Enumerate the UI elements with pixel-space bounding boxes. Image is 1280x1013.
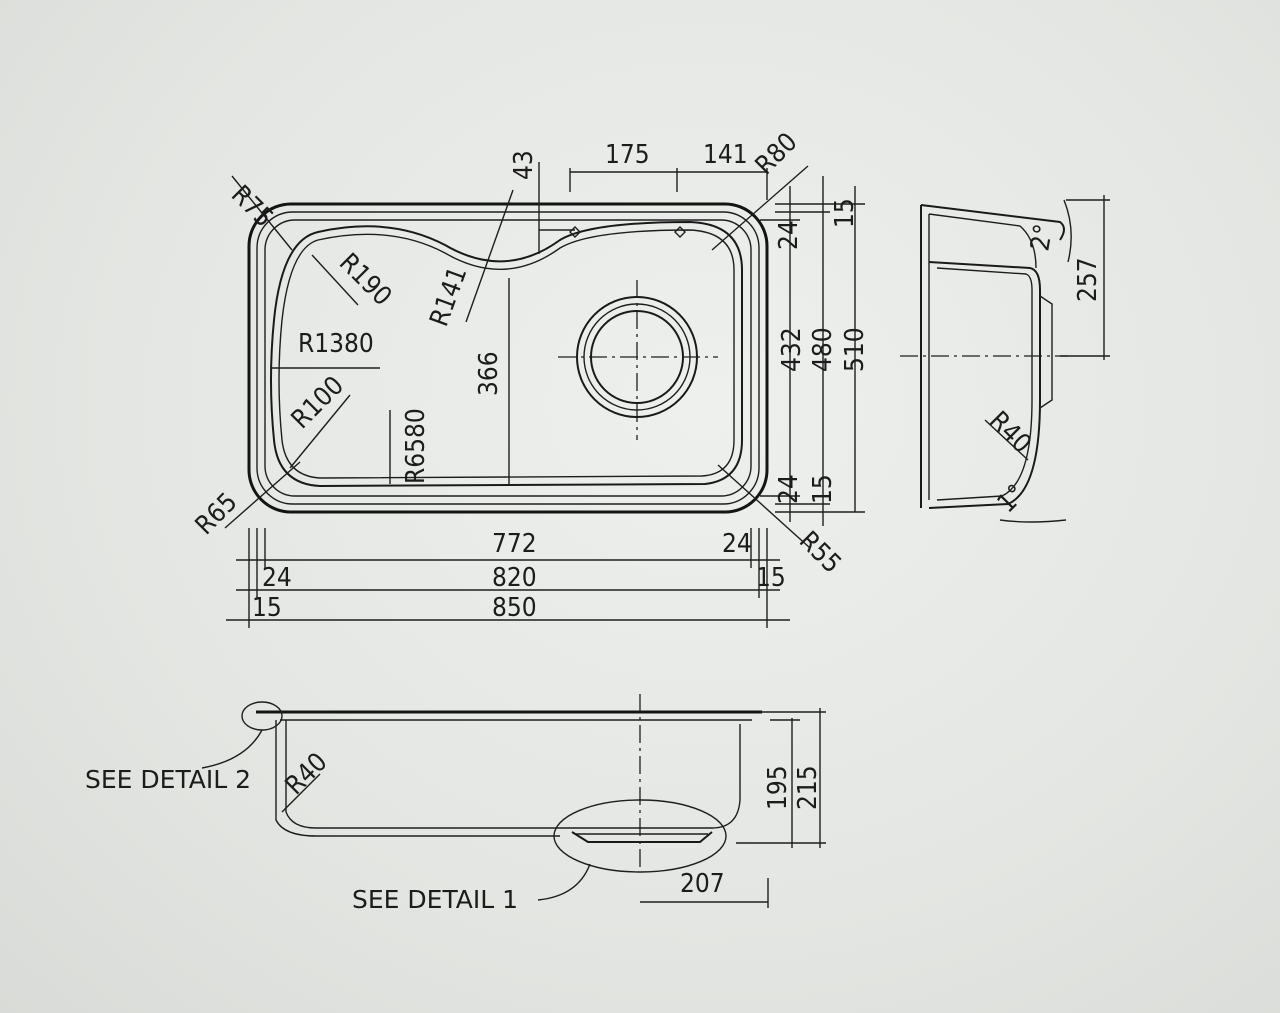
bowl-inner-outline	[278, 229, 735, 479]
label-207: 207	[680, 869, 725, 899]
label-see-detail-1: SEE DETAIL 1	[352, 885, 518, 914]
label-r1380: R1380	[298, 329, 374, 359]
label-215: 215	[793, 765, 823, 810]
label-24-right: 24	[722, 529, 752, 559]
leader-front-r40	[281, 773, 321, 813]
leader-r100	[289, 394, 351, 469]
label-820: 820	[492, 563, 537, 593]
leader-side-r40	[984, 419, 1029, 461]
label-257: 257	[1073, 257, 1103, 302]
sink-flange-inner-line	[264, 219, 752, 497]
label-r65: R65	[190, 487, 244, 541]
label-side-r40: R40	[983, 406, 1037, 460]
label-15-right: 15	[756, 563, 786, 593]
angle-arc-top	[1063, 199, 1072, 263]
side-drain-bump	[1039, 295, 1053, 409]
label-24-left: 24	[262, 563, 292, 593]
side-view: 2° 257 R40 1°	[900, 195, 1110, 523]
sink-flange-line	[256, 211, 760, 505]
label-r75: R75	[225, 180, 279, 234]
label-r100: R100	[286, 371, 350, 435]
label-front-r40: R40	[280, 747, 334, 801]
front-bowl-outer	[275, 720, 560, 837]
label-366: 366	[474, 351, 504, 396]
leader-r80	[711, 165, 809, 251]
label-15-bot: 15	[808, 474, 838, 504]
leader-r75	[231, 175, 293, 251]
label-141: 141	[703, 140, 748, 170]
side-top-rim-inner	[928, 213, 1037, 269]
label-480: 480	[808, 327, 838, 372]
label-r190: R190	[333, 248, 397, 312]
label-15-top: 15	[830, 198, 860, 228]
label-r6580: R6580	[401, 408, 431, 484]
leader-r190	[311, 254, 359, 306]
label-see-detail-2: SEE DETAIL 2	[85, 765, 251, 794]
label-432: 432	[777, 327, 807, 372]
detail-2-circle	[241, 701, 283, 731]
label-r80: R80	[750, 127, 804, 181]
tap-hole-mark-1	[569, 226, 581, 238]
angle-arc-bottom	[999, 519, 1067, 523]
label-850: 850	[492, 593, 537, 623]
side-bowl-inner	[936, 267, 1033, 501]
leader-detail-1	[537, 863, 591, 901]
front-drain-flange	[571, 831, 713, 843]
front-bowl-outline	[285, 720, 741, 829]
label-angle-top: 2°	[1025, 222, 1059, 253]
label-195: 195	[763, 765, 793, 810]
leader-detail-2	[201, 729, 263, 769]
leader-r55	[717, 464, 811, 549]
top-view: R75 R190 R141 R1380 R100 R6580 R65 R80 R…	[190, 127, 870, 628]
label-15-left: 15	[252, 593, 282, 623]
side-bowl-outline	[928, 261, 1041, 509]
tap-hole-mark-2	[674, 226, 686, 238]
side-top-rim	[920, 204, 1065, 241]
bowl-outline	[270, 220, 743, 488]
label-43: 43	[509, 150, 539, 180]
leader-r141	[465, 189, 514, 323]
label-24-top: 24	[774, 220, 804, 250]
label-24-bot: 24	[774, 474, 804, 504]
label-175: 175	[605, 140, 650, 170]
front-view: SEE DETAIL 2 SEE DETAIL 1 R40 195 215 20…	[85, 694, 826, 914]
label-510: 510	[840, 327, 870, 372]
label-r55: R55	[793, 526, 847, 580]
label-772: 772	[492, 529, 537, 559]
leader-r65	[224, 461, 301, 529]
